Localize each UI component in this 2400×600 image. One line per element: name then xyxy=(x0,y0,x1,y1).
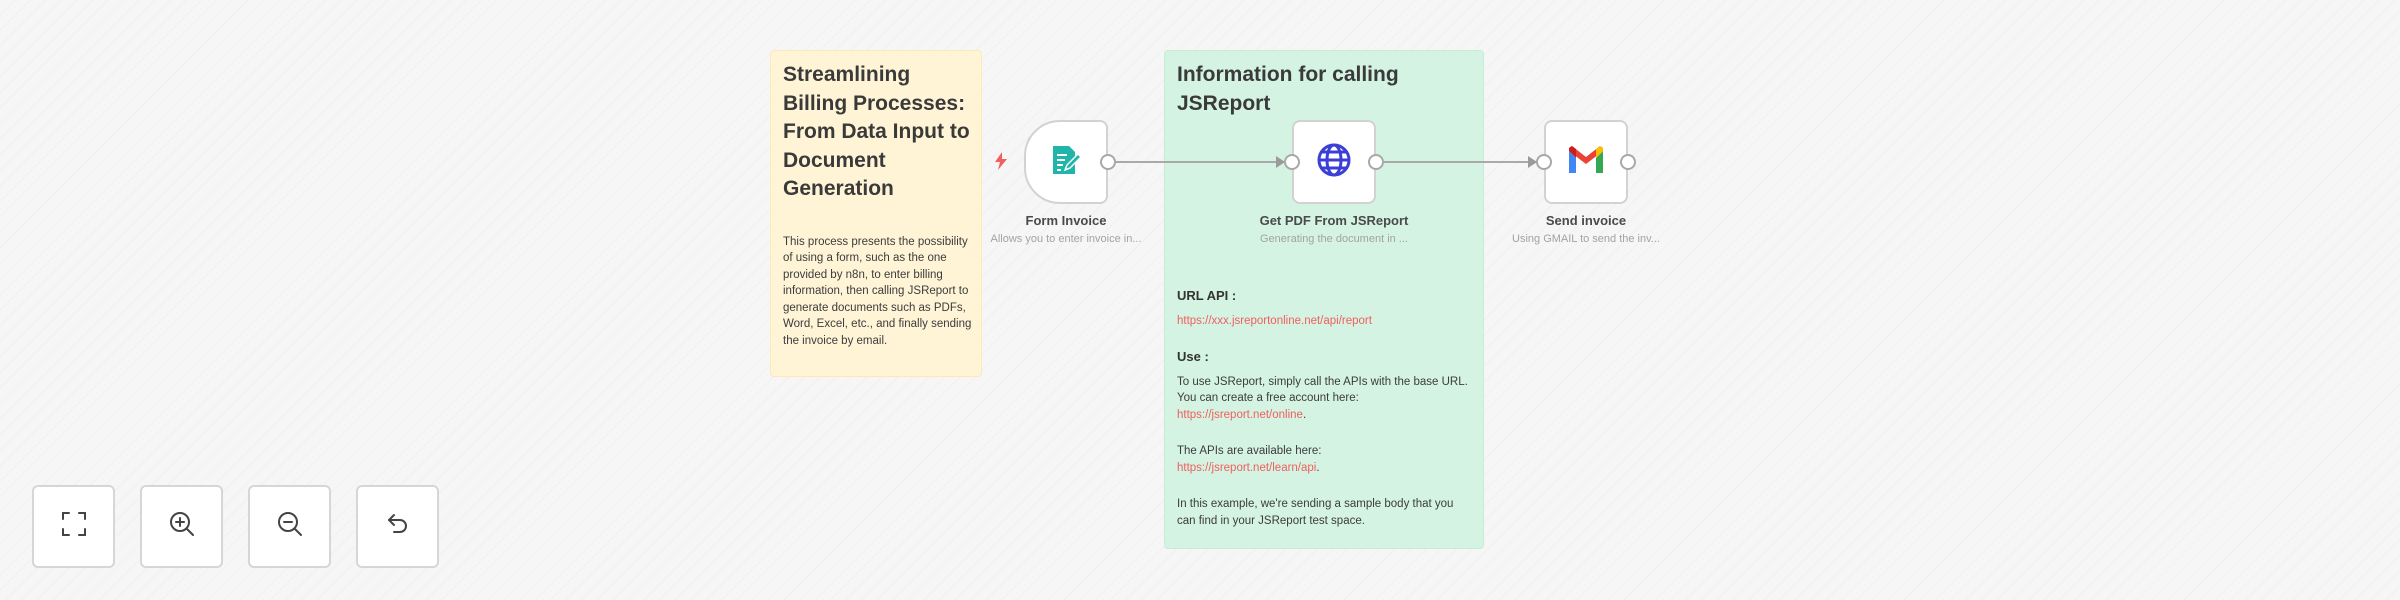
use-label: Use : xyxy=(1177,349,1209,364)
url-api-label: URL API : xyxy=(1177,288,1237,303)
form-document-icon xyxy=(1048,142,1084,183)
zoom-out-icon xyxy=(275,509,305,544)
example-text: In this example, we're sending a sample … xyxy=(1177,498,1454,527)
jsreport-online-link[interactable]: https://jsreport.net/online xyxy=(1177,408,1303,421)
zoom-in-button[interactable] xyxy=(140,485,223,568)
sticky-note-title: Information for calling JSReport xyxy=(1177,63,1399,115)
use-text: To use JSReport, simply call the APIs wi… xyxy=(1177,375,1468,405)
node-output-handle[interactable] xyxy=(1100,154,1116,170)
node-form-invoice[interactable] xyxy=(1024,120,1108,204)
url-api-link[interactable]: https://xxx.jsreportonline.net/api/repor… xyxy=(1177,314,1372,327)
zoom-out-button[interactable] xyxy=(248,485,331,568)
sticky-note-body: This process presents the possibility of… xyxy=(783,235,972,347)
connection-http-to-gmail[interactable] xyxy=(1384,161,1536,163)
node-output-handle[interactable] xyxy=(1368,154,1384,170)
apis-text: The APIs are available here: xyxy=(1177,445,1322,457)
trigger-bolt-icon xyxy=(994,152,1008,175)
node-input-handle[interactable] xyxy=(1284,154,1300,170)
node-output-handle[interactable] xyxy=(1620,154,1636,170)
node-title: Send invoice xyxy=(1545,213,1627,228)
node-input-handle[interactable] xyxy=(1536,154,1552,170)
connection-arrow-icon xyxy=(1276,156,1285,168)
node-title: Get PDF From JSReport xyxy=(1259,213,1409,228)
connection-arrow-icon xyxy=(1528,156,1537,168)
node-get-pdf[interactable] xyxy=(1292,120,1376,204)
jsreport-api-docs-link[interactable]: https://jsreport.net/learn/api xyxy=(1177,461,1317,474)
gmail-icon xyxy=(1567,145,1605,180)
reset-zoom-button[interactable] xyxy=(356,485,439,568)
node-send-invoice[interactable] xyxy=(1544,120,1628,204)
fit-view-icon xyxy=(59,509,89,544)
node-subtitle: Allows you to enter invoice in... xyxy=(990,233,1142,245)
node-title: Form Invoice xyxy=(1025,213,1107,228)
node-subtitle: Using GMAIL to send the inv... xyxy=(1512,233,1660,245)
zoom-to-fit-button[interactable] xyxy=(32,485,115,568)
connection-form-to-http[interactable] xyxy=(1116,161,1284,163)
sticky-note-title: Streamlining Billing Processes: From Dat… xyxy=(783,63,970,200)
undo-icon xyxy=(383,509,413,544)
sticky-note-intro[interactable]: Streamlining Billing Processes: From Dat… xyxy=(770,50,982,377)
globe-icon xyxy=(1315,141,1353,184)
zoom-in-icon xyxy=(167,509,197,544)
node-subtitle: Generating the document in ... xyxy=(1260,233,1408,245)
